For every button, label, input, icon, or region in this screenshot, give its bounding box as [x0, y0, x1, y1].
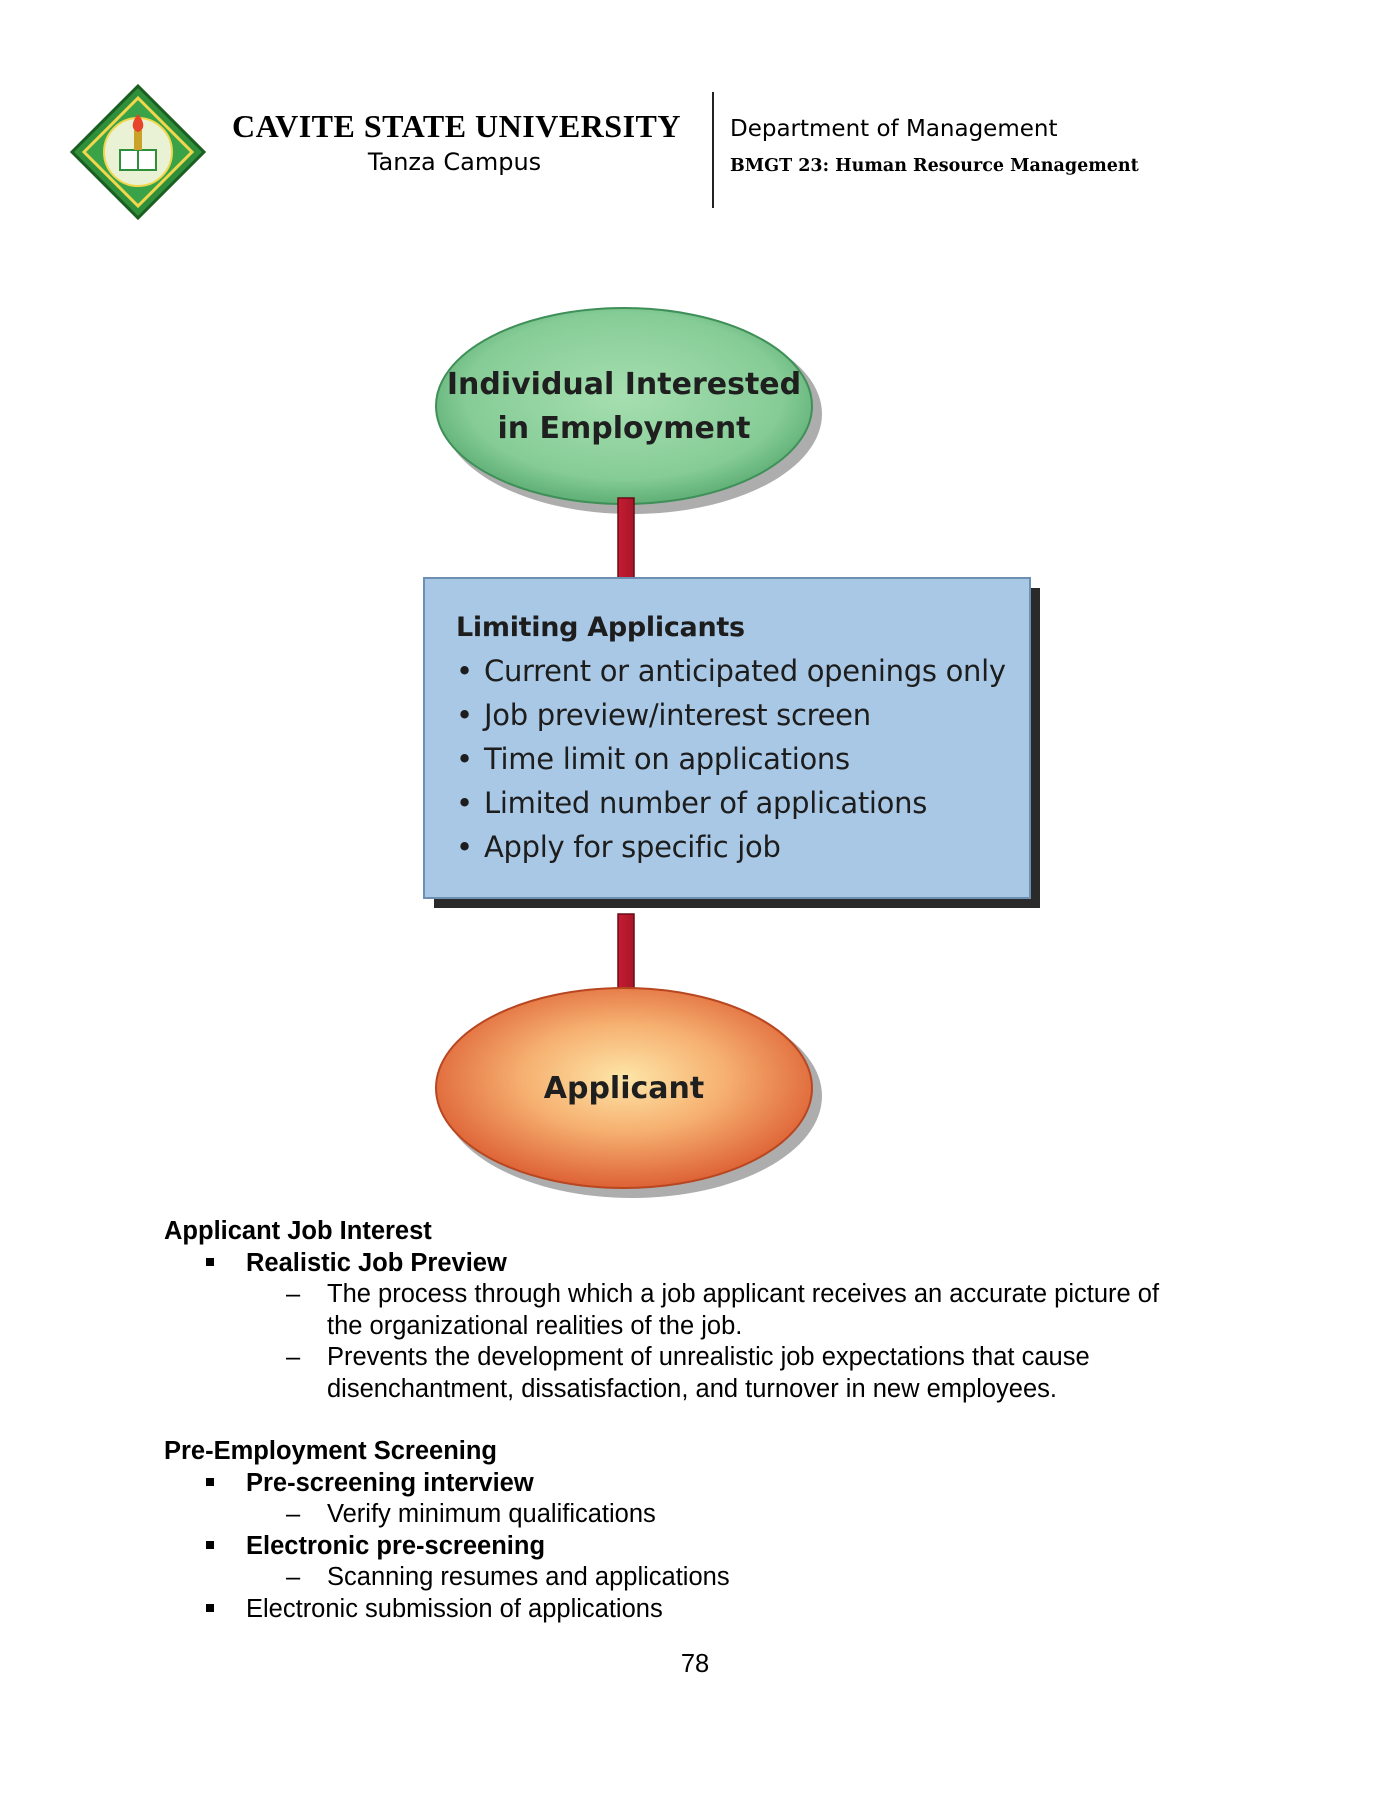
dash-bullet-icon: –: [286, 1343, 301, 1371]
top-node-line2: in Employment: [497, 411, 750, 446]
list-item: •Time limit on applications: [456, 737, 1036, 781]
list-item: Electronic pre-screening: [164, 1531, 1244, 1563]
campus-name: Tanza Campus: [367, 148, 542, 176]
page-number: 78: [680, 1650, 710, 1678]
list-item: Electronic submission of applications: [164, 1594, 1244, 1626]
square-bullet-icon: [206, 1540, 214, 1549]
applicant-flow-diagram: Individual Interested in Employment Appl…: [423, 307, 1040, 1198]
top-node: [435, 307, 813, 505]
bullet-icon: •: [456, 786, 473, 820]
list-item: •Current or anticipated openings only: [456, 649, 1036, 693]
dash-bullet-icon: –: [286, 1563, 301, 1591]
bottom-node-label: Applicant: [544, 1071, 704, 1106]
course-title: BMGT 23: Human Resource Management: [730, 156, 1139, 176]
university-name: CAVITE STATE UNIVERSITY: [232, 108, 681, 144]
middle-box-list: •Current or anticipated openings only •J…: [456, 649, 1036, 869]
section-heading: Applicant Job Interest: [164, 1217, 432, 1245]
square-bullet-icon: [206, 1477, 214, 1486]
sub-list-item: –The process through which a job applica…: [286, 1280, 1160, 1340]
middle-box-title: Limiting Applicants: [456, 612, 745, 643]
bullet-icon: •: [456, 742, 473, 776]
spacer: [164, 1405, 1244, 1436]
top-node-line1: Individual Interested: [447, 367, 801, 402]
body-text: Applicant Job Interest Realistic Job Pre…: [164, 1216, 1244, 1625]
list-item: •Limited number of applications: [456, 781, 1036, 825]
list-item: •Job preview/interest screen: [456, 693, 1036, 737]
list-item: •Apply for specific job: [456, 825, 1036, 869]
dash-bullet-icon: –: [286, 1500, 301, 1528]
section-heading: Pre-Employment Screening: [164, 1437, 498, 1465]
sub-list-item: –Verify minimum qualifications: [164, 1499, 1244, 1531]
square-bullet-icon: [206, 1603, 214, 1612]
university-logo: [68, 82, 208, 222]
middle-box: [423, 577, 1031, 899]
bullet-icon: •: [456, 654, 473, 688]
square-bullet-icon: [206, 1257, 214, 1266]
bullet-icon: •: [456, 830, 473, 864]
sub-list-item: –Prevents the development of unrealistic…: [286, 1343, 1090, 1403]
sub-list-item: –Scanning resumes and applications: [164, 1562, 1244, 1594]
dash-bullet-icon: –: [286, 1280, 301, 1308]
department-name: Department of Management: [730, 116, 1058, 142]
bullet-icon: •: [456, 698, 473, 732]
list-item: Pre-screening interview: [164, 1468, 1244, 1500]
middle-box-content: Limiting Applicants •Current or anticipa…: [456, 612, 1036, 869]
bottom-node: [435, 987, 813, 1189]
list-item: Realistic Job Preview: [164, 1248, 1244, 1280]
header-divider: [712, 92, 714, 208]
